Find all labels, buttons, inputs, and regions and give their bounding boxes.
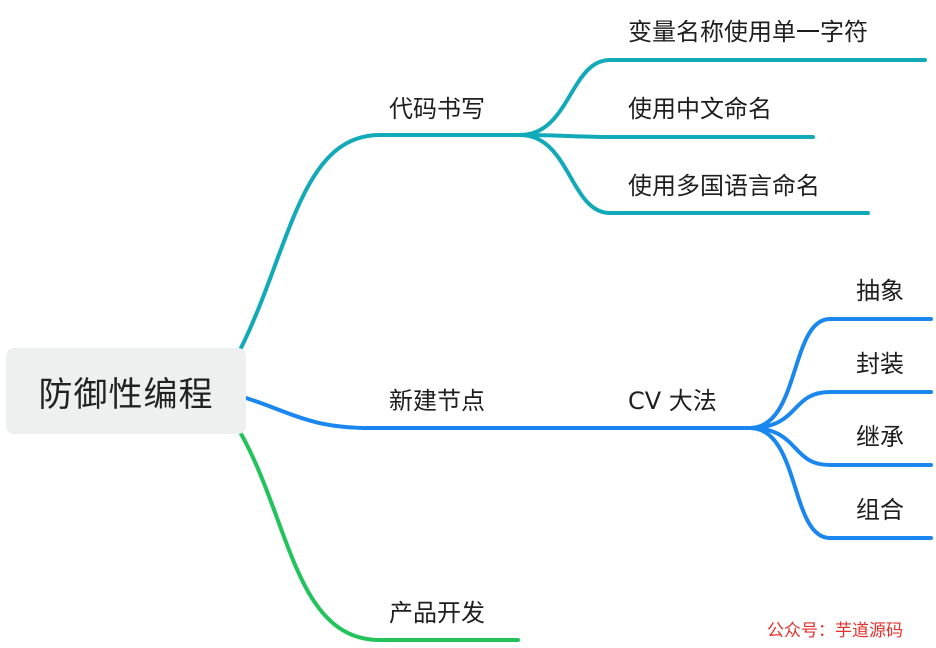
root-node[interactable]: 防御性编程 (6, 348, 246, 434)
link-cv-to-abstract (748, 317, 933, 430)
leaf-multilingual-names[interactable]: 使用多国语言命名 (628, 172, 820, 200)
root-node-label: 防御性编程 (38, 374, 214, 415)
link-cv-to-compose (748, 426, 933, 540)
node-cv-method[interactable]: CV 大法 (628, 387, 717, 415)
leaf-inherit[interactable]: 继承 (856, 423, 904, 451)
link-root-to-product-dev (238, 430, 520, 642)
link-code-writing-to-child-1 (518, 58, 927, 137)
link-root-to-code-writing (238, 133, 532, 352)
branch-product-dev[interactable]: 产品开发 (389, 599, 485, 627)
link-code-writing-to-child-3 (518, 133, 870, 215)
link-code-writing-to-child-2 (518, 133, 815, 139)
branch-new-node[interactable]: 新建节点 (389, 387, 485, 415)
link-cv-to-inherit (748, 426, 933, 467)
link-cv-to-encapsulate (748, 390, 933, 430)
leaf-encapsulate[interactable]: 封装 (856, 350, 904, 378)
leaf-abstract[interactable]: 抽象 (856, 277, 904, 305)
leaf-single-char-names[interactable]: 变量名称使用单一字符 (628, 18, 868, 46)
leaf-compose[interactable]: 组合 (856, 496, 904, 524)
leaf-chinese-names[interactable]: 使用中文命名 (628, 95, 772, 123)
watermark-text: 公众号：芋道源码 (767, 621, 903, 641)
link-root-to-new-node (244, 396, 762, 430)
branch-code-writing[interactable]: 代码书写 (389, 95, 485, 123)
